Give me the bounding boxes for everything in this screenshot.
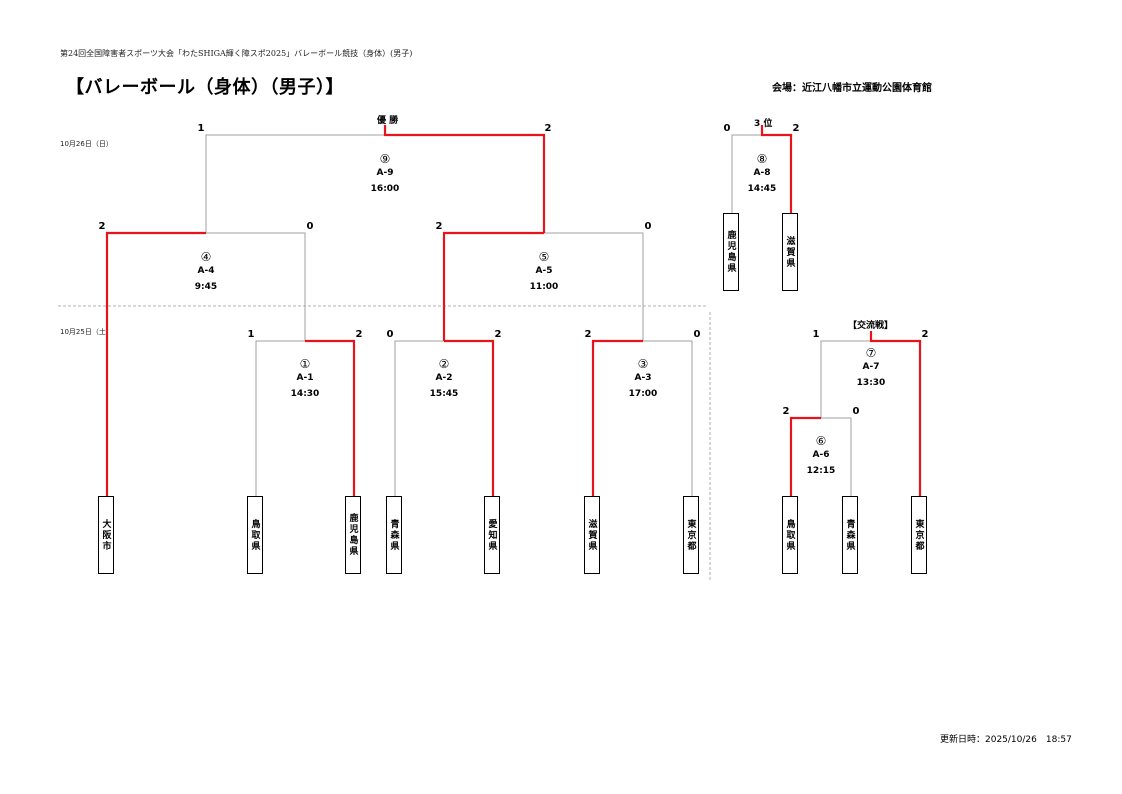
team-box-shiga: 滋賀県 xyxy=(584,496,600,574)
team-name: 青森県 xyxy=(388,518,399,552)
updated-timestamp: 更新日時：2025/10/26 18:57 xyxy=(940,735,1072,745)
score: 2 xyxy=(584,329,592,340)
event-subtitle: 第24回全国障害者スポーツ大会「わたSHIGA輝く障スポ2025」バレーボール競… xyxy=(60,49,413,58)
team-name: 鳥取県 xyxy=(249,518,260,552)
match-label-4: ④ A-4 9:45 xyxy=(176,250,236,292)
match-number: ⑤ xyxy=(538,250,550,264)
date-day1: 10月25日（土） xyxy=(60,328,113,336)
venue-label: 会場：近江八幡市立運動公園体育館 xyxy=(772,83,932,94)
team-box-kagoshima: 鹿児島県 xyxy=(345,496,361,574)
team-box-aichi: 愛知県 xyxy=(484,496,500,574)
score: 0 xyxy=(723,123,731,134)
team-name: 鹿児島県 xyxy=(725,230,736,274)
winner-lines xyxy=(105,125,922,496)
score: 2 xyxy=(435,221,443,232)
team-name: 滋賀県 xyxy=(586,518,597,552)
match-time: 14:30 xyxy=(290,389,320,399)
match-time: 15:45 xyxy=(429,389,459,399)
match-label-8: ⑧ A-8 14:45 xyxy=(732,152,792,194)
team-box-shiga-3rd: 滋賀県 xyxy=(782,213,798,291)
team-box-aomori-exchange: 青森県 xyxy=(842,496,858,574)
score: 2 xyxy=(355,329,363,340)
exchange-match-label: 【交流戦】 xyxy=(848,321,894,331)
match-time: 12:15 xyxy=(806,466,836,476)
match-time: 11:00 xyxy=(529,282,559,292)
match-code: A-4 xyxy=(197,266,215,276)
score: 2 xyxy=(544,123,552,134)
match-time: 13:30 xyxy=(856,378,886,388)
team-name: 東京都 xyxy=(913,518,924,552)
team-box-tokyo: 東京都 xyxy=(683,496,699,574)
team-name: 青森県 xyxy=(844,518,855,552)
match-code: A-7 xyxy=(862,362,880,372)
score: 0 xyxy=(644,221,652,232)
match-code: A-3 xyxy=(634,373,652,383)
score: 0 xyxy=(852,406,860,417)
match-number: ③ xyxy=(637,357,649,371)
match-label-5: ⑤ A-5 11:00 xyxy=(514,250,574,292)
match-number: ② xyxy=(438,357,450,371)
score: 2 xyxy=(792,123,800,134)
match-number: ⑥ xyxy=(815,434,827,448)
team-box-aomori: 青森県 xyxy=(386,496,402,574)
third-place-label: 3 位 xyxy=(754,119,773,129)
match-time: 17:00 xyxy=(628,389,658,399)
team-name: 鳥取県 xyxy=(784,518,795,552)
match-time: 16:00 xyxy=(370,184,400,194)
match-number: ⑧ xyxy=(756,152,768,166)
score: 0 xyxy=(693,329,701,340)
match-label-2: ② A-2 15:45 xyxy=(414,357,474,399)
match-number: ⑨ xyxy=(379,152,391,166)
match-code: A-2 xyxy=(435,373,453,383)
match-number: ④ xyxy=(200,250,212,264)
match-label-9: ⑨ A-9 16:00 xyxy=(355,152,415,194)
team-name: 大阪市 xyxy=(100,518,111,552)
score: 1 xyxy=(812,329,820,340)
match-label-3: ③ A-3 17:00 xyxy=(613,357,673,399)
match-time: 9:45 xyxy=(194,282,218,292)
team-box-tottori-exchange: 鳥取県 xyxy=(782,496,798,574)
score: 1 xyxy=(197,123,205,134)
team-box-kagoshima-3rd: 鹿児島県 xyxy=(723,213,739,291)
match-label-7: ⑦ A-7 13:30 xyxy=(841,346,901,388)
date-day2: 10月26日（日） xyxy=(60,140,113,148)
champion-label: 優 勝 xyxy=(377,116,399,126)
team-box-tokyo-exchange: 東京都 xyxy=(911,496,927,574)
match-code: A-6 xyxy=(812,450,830,460)
match-time: 14:45 xyxy=(747,184,777,194)
team-name: 滋賀県 xyxy=(784,235,795,269)
match-code: A-9 xyxy=(376,168,394,178)
match-number: ⑦ xyxy=(865,346,877,360)
match-label-1: ① A-1 14:30 xyxy=(275,357,335,399)
score: 2 xyxy=(921,329,929,340)
match-number: ① xyxy=(299,357,311,371)
score: 0 xyxy=(386,329,394,340)
match-code: A-5 xyxy=(535,266,553,276)
score: 2 xyxy=(98,221,106,232)
page-title: 【バレーボール（身体）（男子）】 xyxy=(66,77,344,98)
match-code: A-8 xyxy=(753,168,771,178)
team-name: 東京都 xyxy=(685,518,696,552)
score: 1 xyxy=(247,329,255,340)
score: 2 xyxy=(494,329,502,340)
team-box-tottori: 鳥取県 xyxy=(247,496,263,574)
match-code: A-1 xyxy=(296,373,314,383)
team-name: 愛知県 xyxy=(486,518,497,552)
match-label-6: ⑥ A-6 12:15 xyxy=(791,434,851,476)
score: 2 xyxy=(782,406,790,417)
team-box-osaka: 大阪市 xyxy=(98,496,114,574)
loser-lines xyxy=(205,134,871,496)
team-name: 鹿児島県 xyxy=(347,513,358,557)
score: 0 xyxy=(306,221,314,232)
